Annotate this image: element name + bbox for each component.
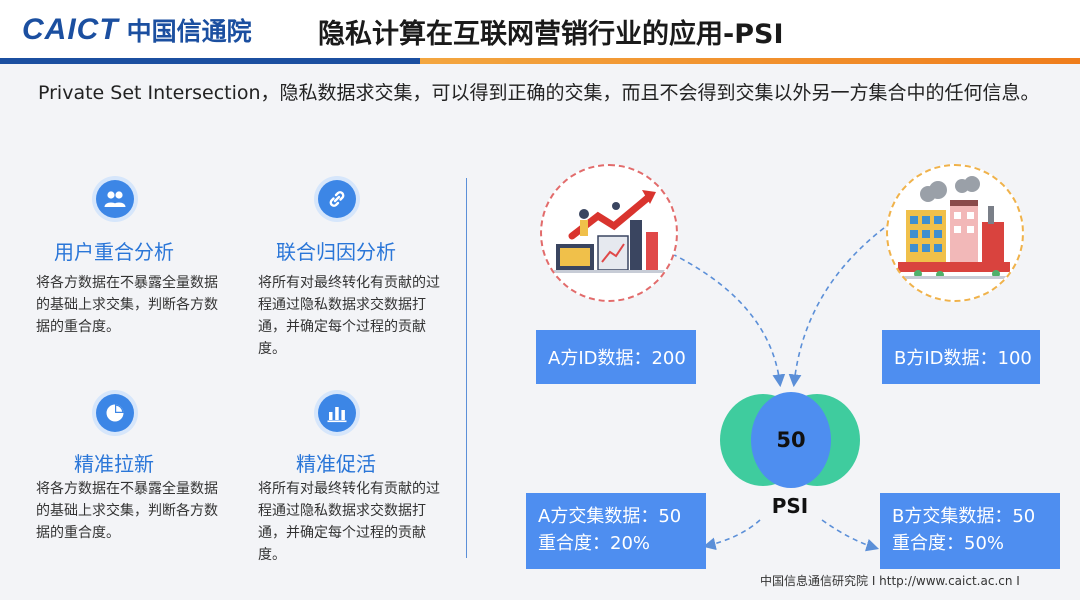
party-a-result-box: A方交集数据：50 重合度：20% xyxy=(526,493,706,569)
section-divider xyxy=(466,178,467,558)
party-a-id-box: A方ID数据：200 xyxy=(536,330,696,384)
party-b-id-box: B方ID数据：100 xyxy=(882,330,1040,384)
feature-title-user-overlap: 用户重合分析 xyxy=(54,240,174,264)
bar-chart-icon xyxy=(318,394,356,432)
feature-title-precise-activation: 精准促活 xyxy=(296,452,376,476)
feature-desc-precise-acquisition: 将各方数据在不暴露全量数据的基础上求交集，判断各方数据的重合度。 xyxy=(36,481,218,541)
factory-illustration xyxy=(886,164,1024,302)
feature-title-precise-acquisition: 精准拉新 xyxy=(74,452,154,476)
header xyxy=(0,0,1080,62)
logo-text-en: CAICT xyxy=(22,13,119,46)
pie-chart-icon xyxy=(96,394,134,432)
feature-desc-attribution: 将所有对最终转化有贡献的过程通过隐私数据求交数据打通，并确定每个过程的贡献度。 xyxy=(258,275,440,357)
intersection-count: 50 xyxy=(776,428,806,452)
party-b-result-box: B方交集数据：50 重合度：50% xyxy=(880,493,1060,569)
venn-intersection: 50 xyxy=(751,392,831,488)
footer-credit: 中国信息通信研究院 I http://www.caict.ac.cn I xyxy=(760,574,1020,588)
link-icon xyxy=(318,180,356,218)
header-bar-blue xyxy=(0,58,420,64)
party-b-overlap-rate: 重合度：50% xyxy=(892,533,1005,554)
marketing-illustration xyxy=(540,164,678,302)
feature-title-attribution: 联合归因分析 xyxy=(276,240,396,264)
party-a-overlap-rate: 重合度：20% xyxy=(538,533,651,554)
party-b-intersection: B方交集数据：50 xyxy=(892,506,1036,527)
party-a-intersection: A方交集数据：50 xyxy=(538,506,682,527)
logo-text-cn: 中国信通院 xyxy=(126,17,252,46)
page-title: 隐私计算在互联网营销行业的应用-PSI xyxy=(318,19,784,50)
users-icon xyxy=(96,180,134,218)
feature-desc-precise-activation: 将所有对最终转化有贡献的过程通过隐私数据求交数据打通，并确定每个过程的贡献度。 xyxy=(258,481,440,563)
logo: CAICT 中国信通院 xyxy=(22,10,252,50)
intro-text: Private Set Intersection，隐私数据求交集，可以得到正确的… xyxy=(38,82,1040,104)
feature-desc-user-overlap: 将各方数据在不暴露全量数据的基础上求交集，判断各方数据的重合度。 xyxy=(36,275,218,335)
psi-label: PSI xyxy=(771,494,809,518)
header-bar-orange xyxy=(420,58,1080,64)
